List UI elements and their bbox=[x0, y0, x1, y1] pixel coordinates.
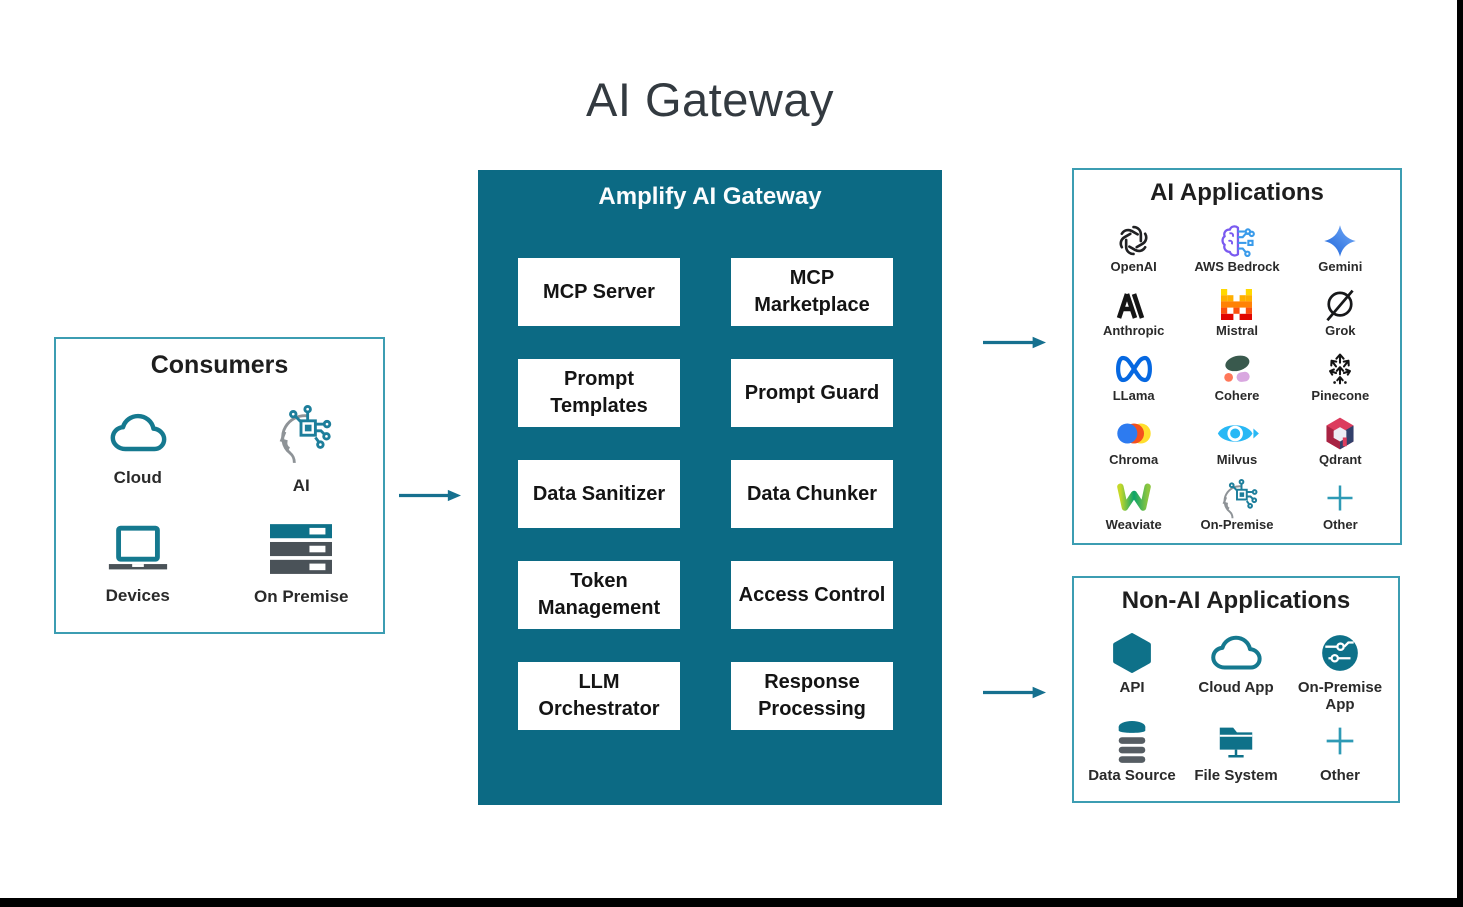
plus-icon bbox=[1324, 718, 1356, 764]
ai-app-grok: Grok bbox=[1289, 280, 1392, 344]
ai-applications-title: AI Applications bbox=[1150, 179, 1324, 206]
non-ai-app-data-source: Data Source bbox=[1080, 714, 1184, 798]
anthropic-icon bbox=[1116, 286, 1152, 323]
module-response-processing: Response Processing bbox=[731, 662, 893, 730]
non-ai-app-file-system: File System bbox=[1184, 714, 1288, 798]
consumer-on-premise: On Premise bbox=[220, 508, 384, 625]
module-token-management: Token Management bbox=[518, 561, 680, 629]
ai-app-on-premise: On-Premise bbox=[1185, 474, 1288, 538]
module-llm-orchestrator: LLM Orchestrator bbox=[518, 662, 680, 730]
ai-app-openai: OpenAI bbox=[1082, 216, 1185, 280]
consumer-label: On Premise bbox=[254, 587, 349, 607]
screen-edge-bottom bbox=[0, 898, 1463, 907]
non-ai-app-other: Other bbox=[1288, 714, 1392, 798]
hexagon-icon bbox=[1111, 630, 1153, 676]
module-access-control: Access Control bbox=[731, 561, 893, 629]
arrow-gateway-to-ai-applications-icon bbox=[983, 336, 1046, 354]
ai-app-other: Other bbox=[1289, 474, 1392, 538]
consumer-ai: AI bbox=[220, 391, 384, 508]
consumer-cloud: Cloud bbox=[56, 391, 220, 508]
database-icon bbox=[1113, 718, 1151, 764]
ai-app-pinecone: Pinecone bbox=[1289, 345, 1392, 409]
grok-icon bbox=[1322, 286, 1358, 323]
laptop-icon bbox=[105, 525, 171, 579]
chroma-icon bbox=[1113, 415, 1155, 452]
module-prompt-templates: Prompt Templates bbox=[518, 359, 680, 427]
consumers-title: Consumers bbox=[150, 351, 289, 379]
ai-app-chroma: Chroma bbox=[1082, 409, 1185, 473]
ai-head-circuit-icon bbox=[1216, 480, 1258, 517]
ai-app-mistral: Mistral bbox=[1185, 280, 1288, 344]
page-title: AI Gateway bbox=[586, 73, 834, 126]
ai-app-llama: LLama bbox=[1082, 345, 1185, 409]
cloud-icon bbox=[107, 411, 169, 461]
on-premise-circle-icon bbox=[1319, 630, 1361, 676]
non-ai-app-cloud-app: Cloud App bbox=[1184, 626, 1288, 714]
folder-icon bbox=[1213, 718, 1259, 764]
consumer-label: AI bbox=[292, 476, 310, 496]
non-ai-applications-title: Non-AI Applications bbox=[1121, 587, 1351, 614]
non-ai-applications-panel: Non-AI Applications API Cloud App On-Pre… bbox=[1072, 576, 1400, 803]
openai-icon bbox=[1116, 222, 1151, 259]
module-data-chunker: Data Chunker bbox=[731, 460, 893, 528]
gateway-modules-grid: MCP Server MCP Marketplace Prompt Templa… bbox=[518, 258, 893, 730]
arrow-consumers-to-gateway-icon bbox=[399, 489, 461, 507]
consumer-label: Devices bbox=[105, 586, 170, 606]
non-ai-applications-grid: API Cloud App On-Premise App Data Source… bbox=[1080, 626, 1392, 797]
pinecone-icon bbox=[1322, 351, 1358, 388]
ai-app-aws-bedrock: AWS Bedrock bbox=[1185, 216, 1288, 280]
mistral-icon bbox=[1221, 286, 1252, 323]
consumers-panel: Consumers Cloud AI Devices On Premise bbox=[54, 337, 385, 634]
non-ai-app-on-premise-app: On-Premise App bbox=[1288, 626, 1392, 714]
consumer-devices: Devices bbox=[56, 508, 220, 625]
module-prompt-guard: Prompt Guard bbox=[731, 359, 893, 427]
gateway-title: Amplify AI Gateway bbox=[598, 183, 822, 210]
cohere-icon bbox=[1219, 351, 1254, 388]
aws-bedrock-icon bbox=[1218, 222, 1256, 259]
ai-applications-grid: OpenAI AWS Bedrock Gemini Anthropic Mist… bbox=[1082, 216, 1392, 538]
meta-llama-icon bbox=[1112, 351, 1156, 388]
plus-icon bbox=[1325, 480, 1355, 517]
module-mcp-marketplace: MCP Marketplace bbox=[731, 258, 893, 326]
screen-edge-right bbox=[1457, 0, 1463, 907]
ai-app-cohere: Cohere bbox=[1185, 345, 1288, 409]
qdrant-icon bbox=[1324, 415, 1356, 452]
module-mcp-server: MCP Server bbox=[518, 258, 680, 326]
ai-applications-panel: AI Applications OpenAI AWS Bedrock Gemin… bbox=[1072, 168, 1402, 545]
ai-app-qdrant: Qdrant bbox=[1289, 409, 1392, 473]
ai-head-circuit-icon bbox=[270, 402, 332, 469]
cloud-icon bbox=[1208, 630, 1264, 676]
gemini-icon bbox=[1323, 222, 1357, 259]
ai-app-anthropic: Anthropic bbox=[1082, 280, 1185, 344]
consumers-grid: Cloud AI Devices On Premise bbox=[56, 391, 383, 624]
milvus-icon bbox=[1215, 415, 1259, 452]
consumer-label: Cloud bbox=[113, 467, 162, 487]
ai-app-weaviate: Weaviate bbox=[1082, 474, 1185, 538]
weaviate-icon bbox=[1114, 480, 1154, 517]
non-ai-app-api: API bbox=[1080, 626, 1184, 714]
server-stack-icon bbox=[270, 524, 332, 580]
ai-app-gemini: Gemini bbox=[1289, 216, 1392, 280]
module-data-sanitizer: Data Sanitizer bbox=[518, 460, 680, 528]
gateway-panel: Amplify AI Gateway MCP Server MCP Market… bbox=[478, 170, 942, 805]
arrow-gateway-to-non-ai-applications-icon bbox=[983, 686, 1046, 704]
ai-app-milvus: Milvus bbox=[1185, 409, 1288, 473]
